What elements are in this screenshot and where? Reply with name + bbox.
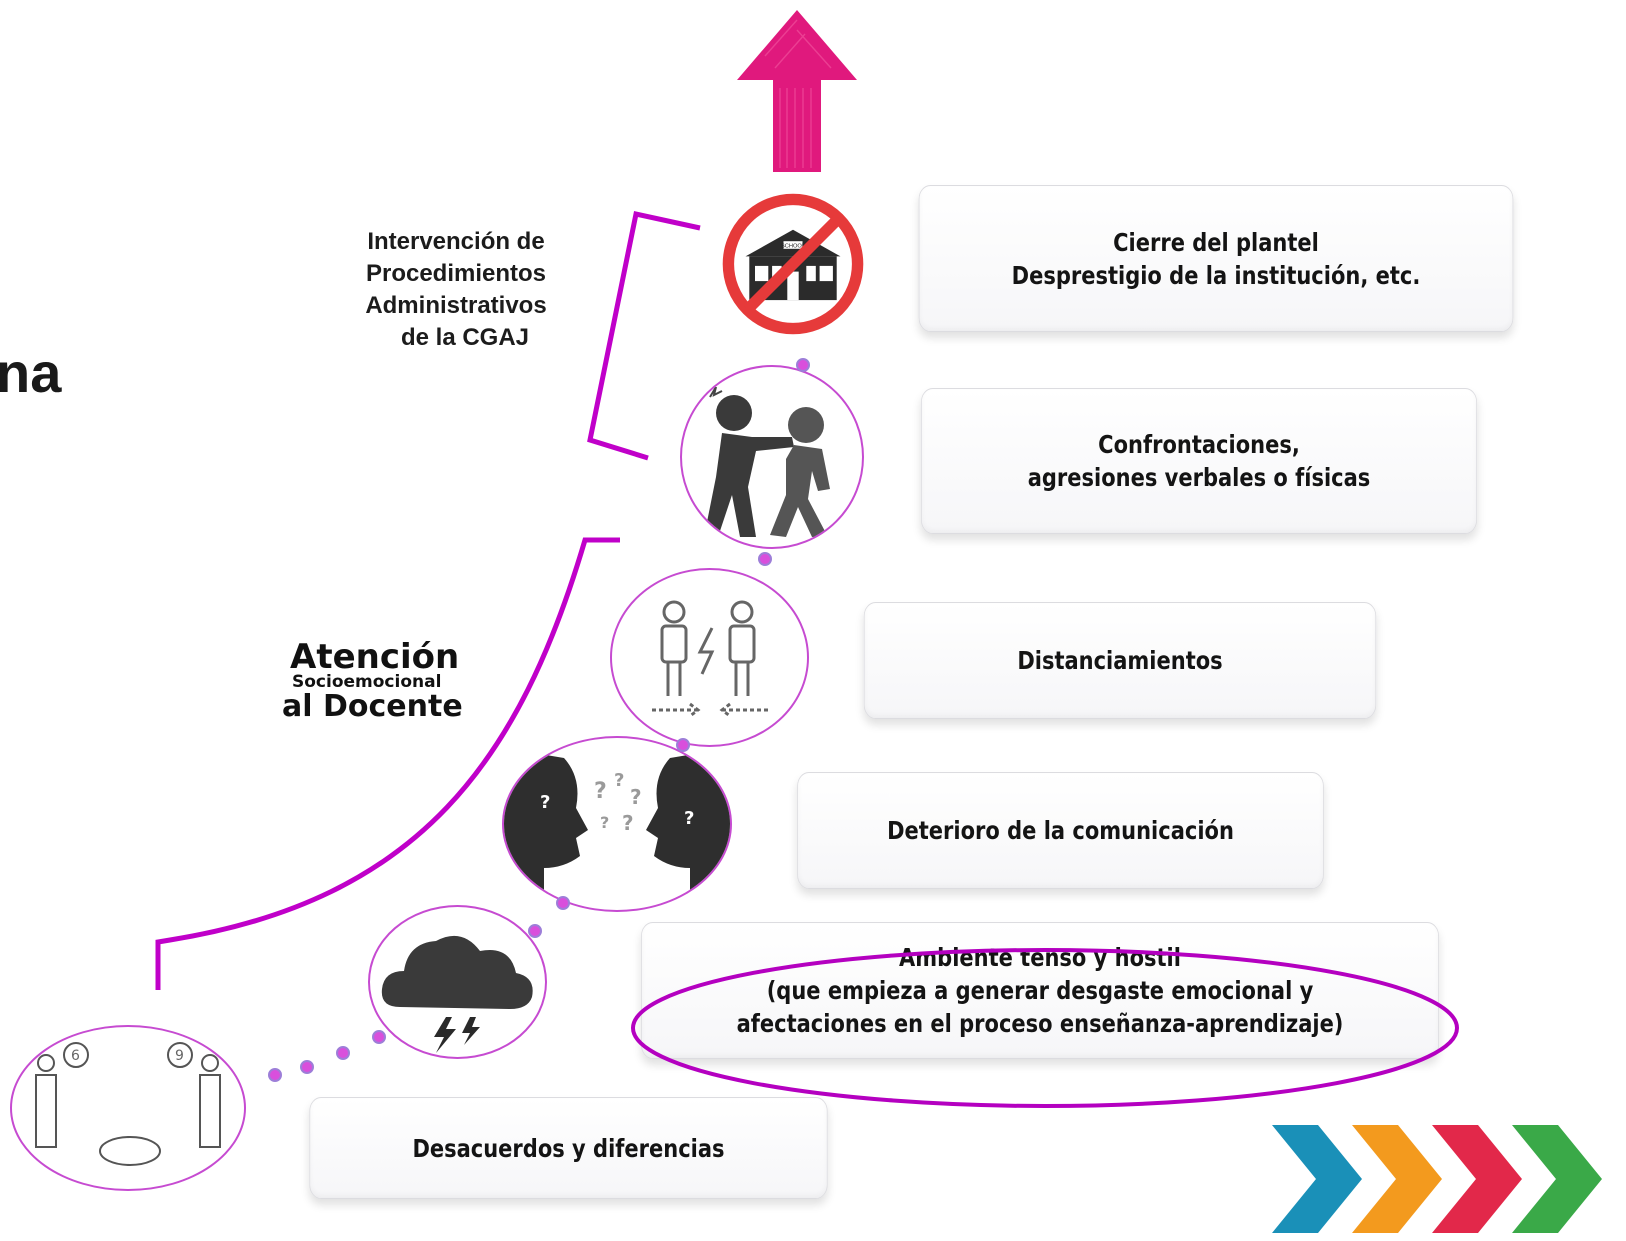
connector-dot xyxy=(796,358,810,372)
connector-dot xyxy=(300,1060,314,1074)
connector-dot xyxy=(758,552,772,566)
step-text: agresiones verbales o físicas xyxy=(1027,463,1371,492)
distancing-people-icon xyxy=(610,568,809,747)
chevron-logo-icon xyxy=(1272,1125,1602,1233)
step-box-communication: Deterioro de la comunicación xyxy=(797,772,1324,889)
svg-text:?: ? xyxy=(600,813,609,832)
step-text: Confrontaciones, xyxy=(1098,430,1300,459)
up-arrow-icon xyxy=(737,10,857,172)
svg-text:?: ? xyxy=(540,792,550,813)
step-text: Desacuerdos y diferencias xyxy=(412,1133,725,1163)
attention-line-3: al Docente xyxy=(282,689,463,724)
step-box-disagreements: Desacuerdos y diferencias xyxy=(309,1097,828,1199)
step-text: Distanciamientos xyxy=(1017,646,1223,675)
connector-dot xyxy=(268,1068,282,1082)
connector-dot xyxy=(556,896,570,910)
connector-dot xyxy=(676,738,690,752)
svg-text:?: ? xyxy=(684,808,694,829)
svg-text:?: ? xyxy=(630,785,642,809)
step-text: Ambiente tenso y hostil xyxy=(899,943,1181,972)
school-closed-icon: SCHOOL xyxy=(714,188,872,340)
step-text: Deterioro de la comunicación xyxy=(887,816,1234,845)
step-box-distancing: Distanciamientos xyxy=(863,602,1377,719)
connector-dot xyxy=(336,1046,350,1060)
svg-text:9: 9 xyxy=(175,1048,184,1064)
svg-text:SCHOOL: SCHOOL xyxy=(781,243,805,249)
svg-text:?: ? xyxy=(614,770,624,791)
intervention-bracket xyxy=(587,211,701,461)
confused-heads-icon: ?? ?? ?? ? xyxy=(502,736,732,912)
svg-text:?: ? xyxy=(594,779,607,804)
connector-dot xyxy=(372,1030,386,1044)
intervention-label: Intervención de Procedimientos Administr… xyxy=(365,228,547,351)
fighting-people-icon xyxy=(680,365,864,549)
step-text: Cierre del plantel xyxy=(1113,227,1319,257)
storm-cloud-icon xyxy=(368,905,547,1059)
attention-label: Atención Socioemocional al Docente xyxy=(282,640,482,723)
cropped-title-fragment: na xyxy=(0,341,62,404)
connector-dot xyxy=(528,924,542,938)
attention-line-1: Atención xyxy=(290,637,460,677)
step-text: Desprestigio de la institución, etc. xyxy=(1011,260,1421,290)
step-text: afectaciones en el proceso enseñanza-apr… xyxy=(736,1009,1344,1038)
step-box-closure: Cierre del plantel Desprestigio de la in… xyxy=(918,185,1514,332)
svg-text:6: 6 xyxy=(71,1048,80,1064)
step-box-confrontations: Confrontaciones, agresiones verbales o f… xyxy=(920,388,1478,534)
svg-text:?: ? xyxy=(622,811,634,835)
step-text: (que empieza a generar desgaste emociona… xyxy=(766,976,1314,1005)
step-box-hostile-environment: Ambiente tenso y hostil (que empieza a g… xyxy=(641,922,1439,1059)
